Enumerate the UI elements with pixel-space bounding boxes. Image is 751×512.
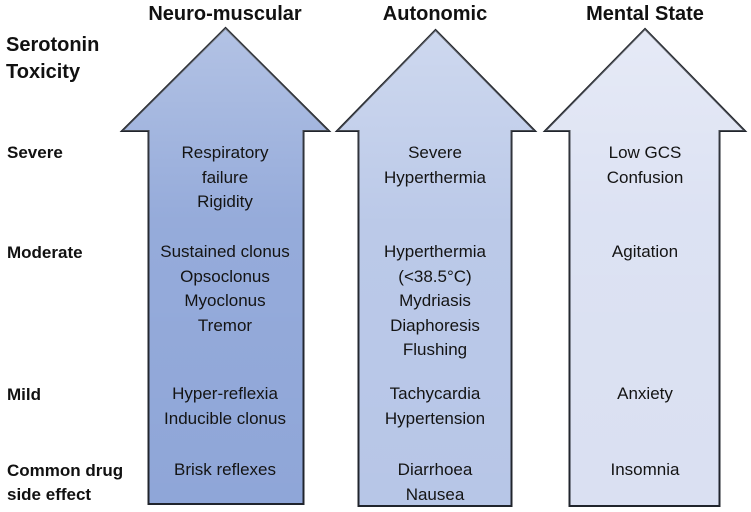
symptom-text: Hypertension: [384, 408, 486, 428]
symptom-text: Low GCS: [608, 143, 682, 162]
mental-moderate-symptoms: Agitation: [565, 240, 725, 265]
column-header-neuro-muscular: Neuro-muscular: [148, 3, 302, 25]
symptom-text: Insomnia: [610, 460, 680, 479]
symptom-text: failure: [201, 167, 249, 187]
severity-label-mild: Mild: [7, 383, 142, 407]
severity-label-moderate: Moderate: [7, 241, 142, 265]
severity-label-mild-text: Mild: [7, 385, 41, 404]
symptom-text: Rigidity: [197, 192, 253, 211]
autonomic-mild-symptoms: Tachycardia Hypertension: [355, 382, 515, 431]
symptom-text: Brisk reflexes: [173, 460, 277, 479]
autonomic-common-drug-side-effects: Diarrhoea Nausea: [355, 458, 515, 507]
symptom-text: Myoclonus: [184, 291, 266, 310]
mental-severe-symptoms: Low GCS Confusion: [565, 141, 725, 190]
symptom-text: Severe: [408, 143, 462, 162]
autonomic-moderate-symptoms: Hyperthermia (<38.5°C) Mydriasis Diaphor…: [355, 240, 515, 363]
symptom-text: Mydriasis: [399, 291, 471, 310]
mental-common-drug-side-effects: Insomnia: [565, 458, 725, 483]
severity-label-moderate-text: Moderate: [7, 243, 83, 262]
mental-state-column-text: Low GCS Confusion Agitation Anxiety Inso…: [565, 0, 725, 512]
neuro-severe-symptoms: Respiratory failure Rigidity: [145, 141, 305, 215]
mental-mild-symptoms: Anxiety: [565, 382, 725, 407]
autonomic-column-text: Severe Hyperthermia Hyperthermia (<38.5°…: [355, 0, 515, 512]
autonomic-severe-symptoms: Severe Hyperthermia: [355, 141, 515, 190]
severity-label-common-line-1: Common drug: [7, 461, 124, 480]
symptom-text: Hyperthermia: [383, 167, 487, 187]
neuro-mild-symptoms: Hyper-reflexia Inducible clonus: [145, 382, 305, 431]
severity-label-severe: Severe: [7, 141, 142, 165]
symptom-text: (<38.5°C): [398, 266, 472, 286]
symptom-text: Agitation: [611, 242, 679, 261]
symptom-text: Hyperthermia: [383, 242, 487, 261]
symptom-text: Tremor: [197, 315, 253, 335]
symptom-text: Opsoclonus: [180, 266, 270, 286]
symptom-text: Confusion: [606, 167, 684, 187]
symptom-text: Hyper-reflexia: [172, 384, 278, 403]
column-header-autonomic: Autonomic: [382, 3, 488, 25]
neuro-common-drug-side-effects: Brisk reflexes: [145, 458, 305, 483]
neuro-muscular-column-text: Respiratory failure Rigidity Sustained c…: [145, 0, 305, 512]
diagram-title: Serotonin Toxicity: [6, 32, 99, 86]
severity-label-severe-text: Severe: [7, 143, 63, 162]
symptom-text: Nausea: [405, 484, 465, 504]
symptom-text: Sustained clonus: [160, 242, 290, 261]
diagram-title-line-2: Toxicity: [6, 61, 81, 83]
symptom-text: Anxiety: [617, 384, 673, 403]
symptom-text: Flushing: [402, 340, 468, 359]
severity-label-common-line-2: side effect: [7, 485, 92, 504]
neuro-moderate-symptoms: Sustained clonus Opsoclonus Myoclonus Tr…: [145, 240, 305, 338]
symptom-text: Inducible clonus: [164, 408, 286, 428]
symptom-text: Diarrhoea: [397, 460, 473, 479]
column-header-mental-state: Mental State: [586, 3, 704, 25]
symptom-text: Tachycardia: [389, 384, 481, 403]
severity-label-common-drug-side-effect: Common drug side effect: [7, 459, 142, 507]
symptom-text: Diaphoresis: [390, 315, 480, 335]
symptom-text: Respiratory: [181, 143, 269, 162]
diagram-title-line-1: Serotonin: [6, 34, 100, 56]
